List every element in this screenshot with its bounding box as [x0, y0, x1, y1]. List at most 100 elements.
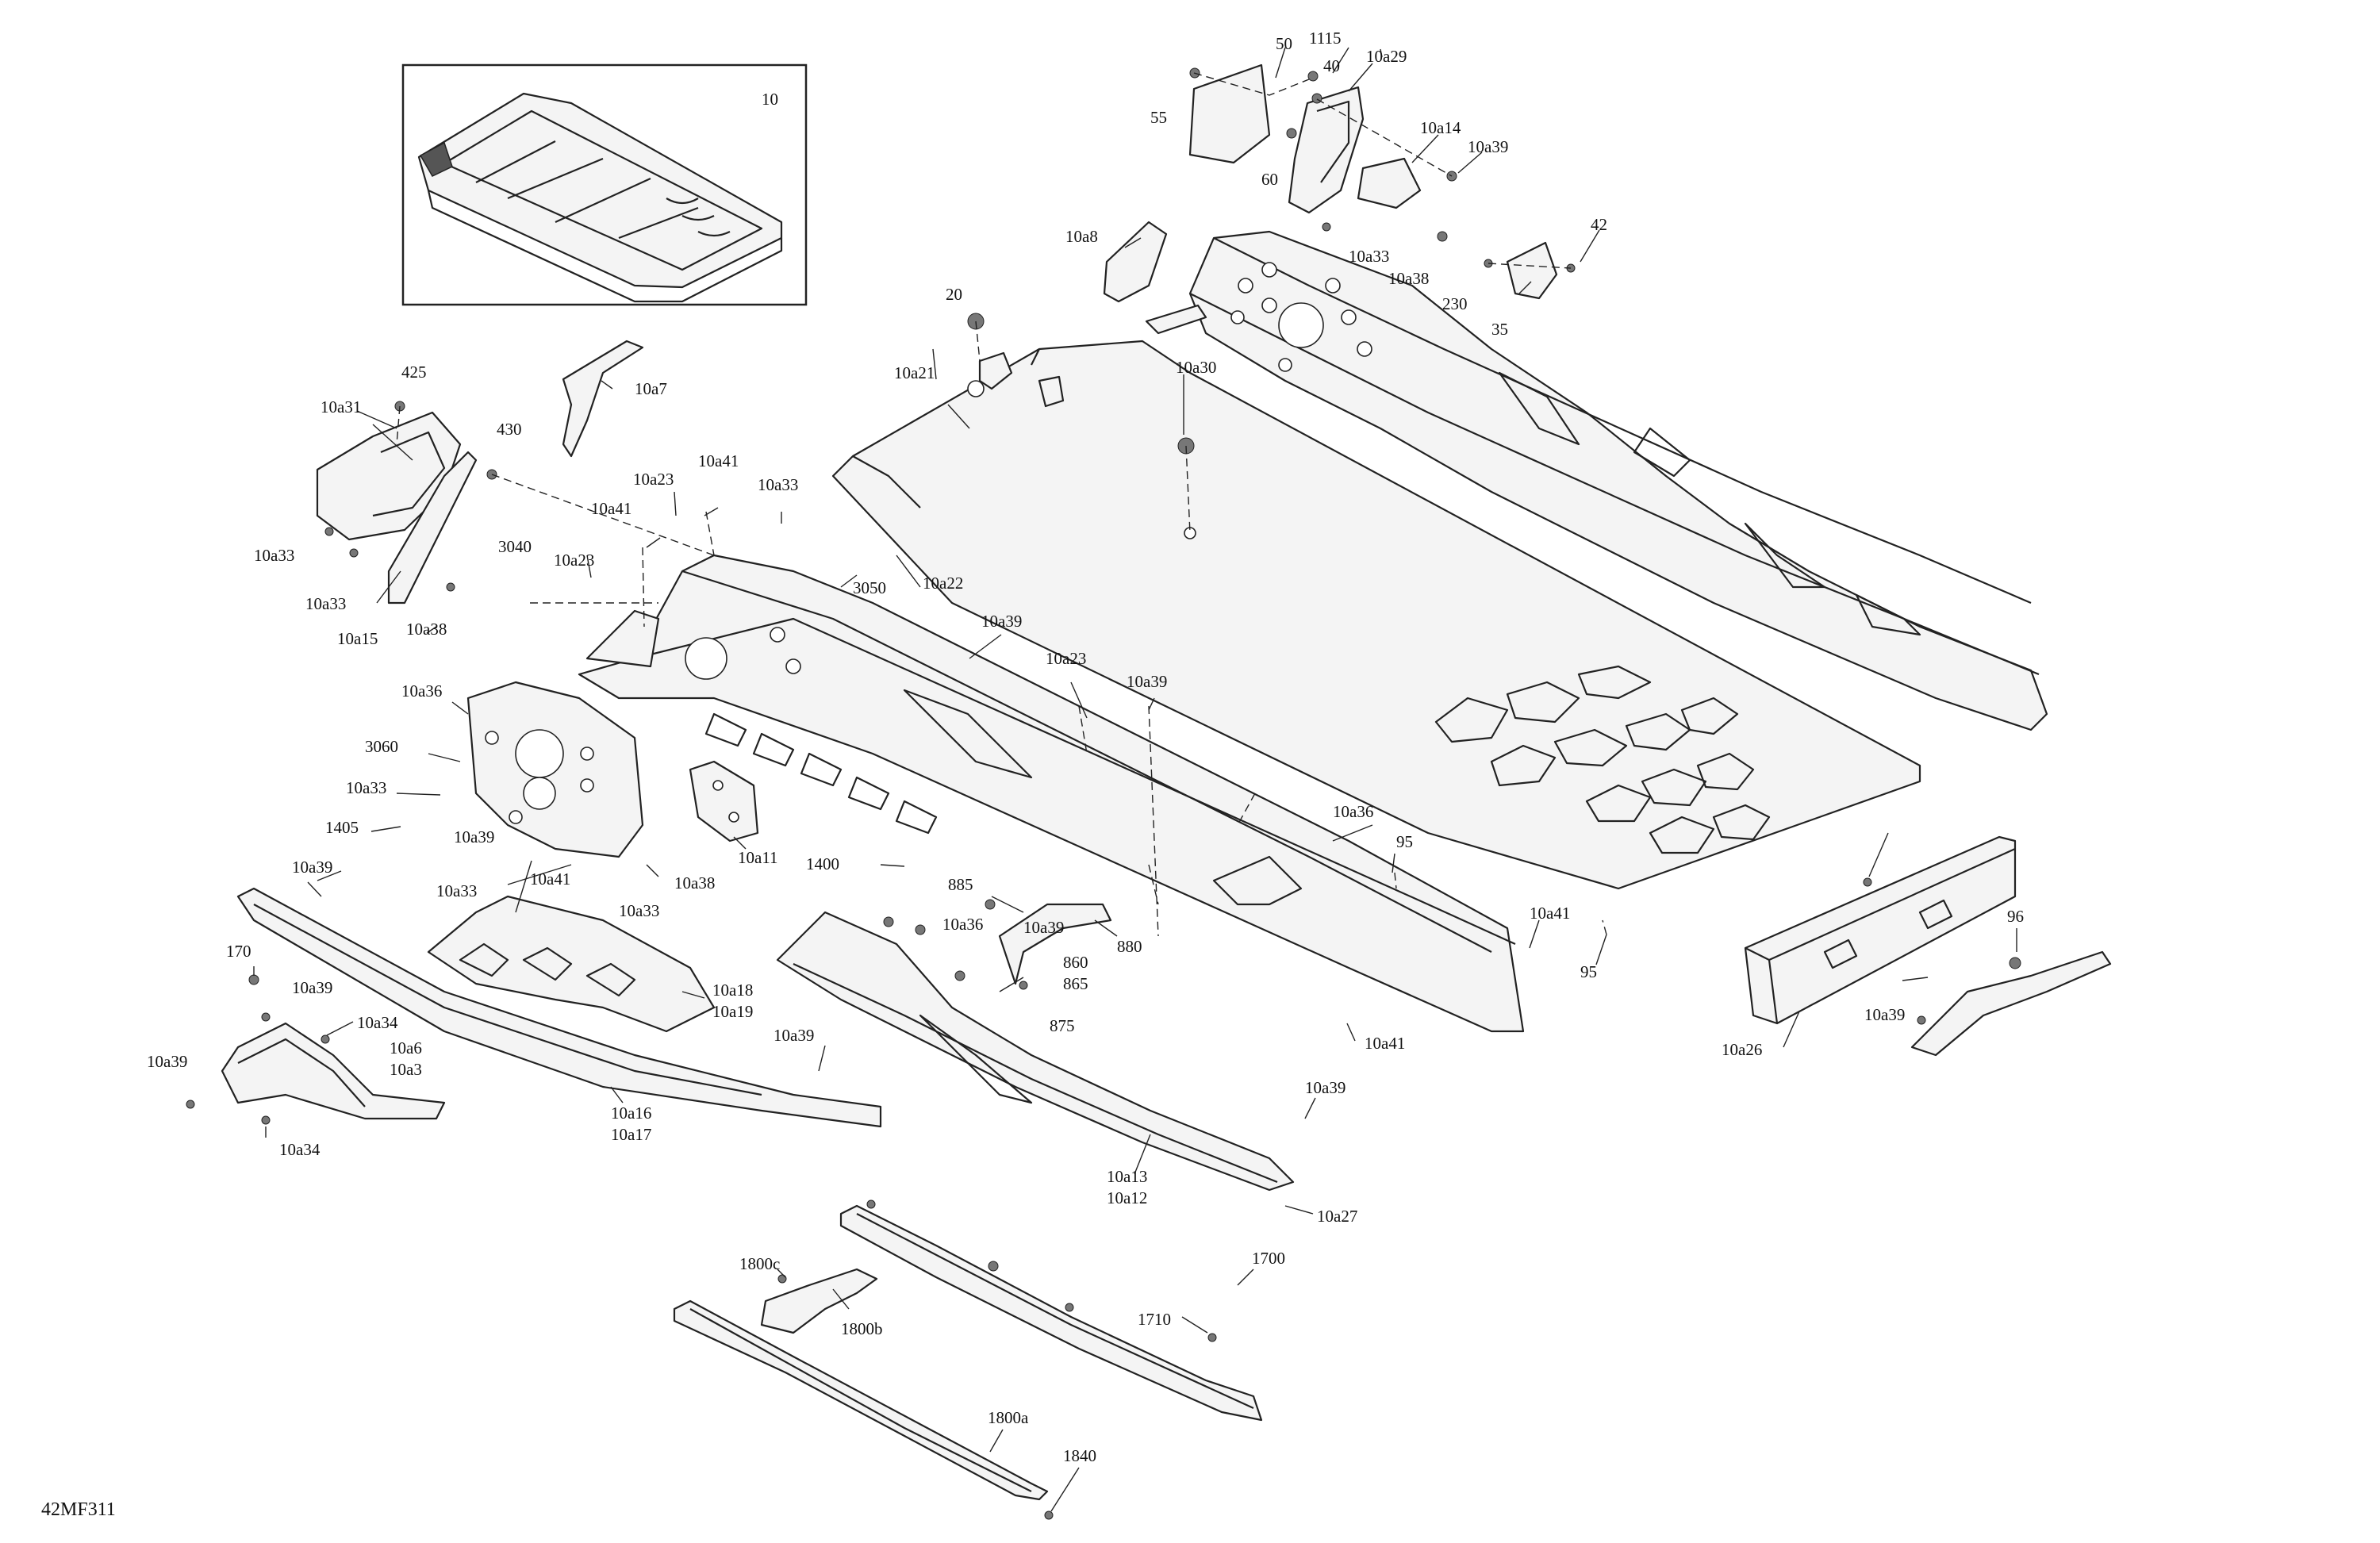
callout-10a31: 10a31	[321, 397, 361, 416]
callout-1405: 1405	[325, 818, 359, 837]
callout-1700: 1700	[1252, 1249, 1285, 1268]
callout-10a39: 10a39	[147, 1052, 187, 1071]
callout-10a39: 10a39	[1305, 1078, 1345, 1097]
callout-3060: 3060	[365, 737, 398, 756]
callout-10a39: 10a39	[774, 1026, 814, 1045]
callout-10a41: 10a41	[530, 869, 570, 889]
callout-10a36: 10a36	[401, 681, 442, 700]
callout-labels: 50 1115 40 10a29 55 60 10a14 10a39 10a33…	[147, 29, 2024, 1465]
callout-10a11: 10a11	[738, 848, 778, 867]
callout-10a23: 10a23	[554, 551, 594, 570]
callout-1400: 1400	[806, 854, 839, 873]
right-frame-rail	[1145, 230, 2048, 731]
callout-10a39: 10a39	[1468, 137, 1508, 156]
callout-10a3: 10a3	[390, 1060, 422, 1079]
upper-left-brackets	[316, 340, 644, 605]
callout-10a17: 10a17	[611, 1125, 651, 1144]
tunnel-top-plate	[831, 313, 1921, 890]
callout-55: 55	[1150, 108, 1167, 127]
callout-10a30: 10a30	[1176, 358, 1216, 377]
callout-10a38: 10a38	[406, 620, 447, 639]
callout-860: 860	[1063, 953, 1088, 972]
left-front-plate	[466, 681, 644, 858]
callout-10a12: 10a12	[1107, 1188, 1147, 1207]
callout-10a26: 10a26	[1722, 1040, 1762, 1059]
callout-10a23: 10a23	[1046, 649, 1086, 668]
small-plate-10a11	[689, 760, 759, 843]
callout-1115: 1115	[1309, 29, 1341, 48]
callout-885: 885	[948, 875, 973, 894]
callout-10a34: 10a34	[279, 1140, 321, 1159]
callout-1800b: 1800b	[841, 1319, 883, 1338]
callout-10a15: 10a15	[337, 629, 378, 648]
assembly-dashed-lines	[396, 72, 1607, 937]
callout-10a39: 10a39	[292, 858, 332, 877]
callout-10a33: 10a33	[254, 546, 294, 565]
callout-10a39: 10a39	[1127, 672, 1167, 691]
callout-10a13: 10a13	[1107, 1167, 1147, 1186]
callout-10a41: 10a41	[1530, 904, 1570, 923]
callout-880: 880	[1117, 937, 1142, 956]
front-bracket-10a3	[186, 974, 446, 1125]
inset-assembly-view	[401, 63, 808, 306]
callout-10a7: 10a7	[635, 379, 667, 398]
callout-20: 20	[946, 285, 962, 304]
callout-10a38: 10a38	[674, 873, 715, 892]
callout-10a39: 10a39	[454, 827, 494, 846]
callout-10a29: 10a29	[1366, 47, 1407, 66]
callout-10a36: 10a36	[942, 915, 983, 934]
leader-lines	[253, 47, 2017, 1512]
callout-10a18: 10a18	[712, 981, 753, 1000]
callout-10a33: 10a33	[758, 475, 798, 494]
inset-label: 10	[762, 90, 778, 109]
callout-10a8: 10a8	[1065, 227, 1098, 246]
callout-10a23: 10a23	[633, 470, 674, 489]
callout-10a39: 10a39	[1023, 918, 1064, 937]
callout-430: 430	[497, 420, 522, 439]
callout-10a41: 10a41	[698, 451, 739, 470]
callout-50: 50	[1276, 34, 1292, 53]
callout-60: 60	[1261, 170, 1278, 189]
diagram-code: 42MF311	[41, 1499, 116, 1520]
callout-10a22: 10a22	[923, 574, 963, 593]
callout-96: 96	[2007, 907, 2024, 926]
callout-3040: 3040	[498, 537, 532, 556]
callout-95: 95	[1396, 832, 1413, 851]
callout-10a14: 10a14	[1420, 118, 1461, 137]
callout-1800c: 1800c	[739, 1254, 780, 1273]
callout-10a33: 10a33	[1349, 247, 1389, 266]
callout-170: 170	[226, 942, 251, 961]
callout-10a41: 10a41	[1365, 1034, 1405, 1053]
callout-10a41: 10a41	[591, 499, 631, 518]
callout-875: 875	[1050, 1016, 1075, 1035]
callout-1800a: 1800a	[988, 1408, 1029, 1427]
running-board-10a16	[236, 887, 882, 1128]
callout-10a36: 10a36	[1333, 802, 1373, 821]
callout-10a39: 10a39	[981, 612, 1022, 631]
callout-42: 42	[1591, 215, 1607, 234]
callout-1710: 1710	[1138, 1310, 1171, 1329]
callout-1840: 1840	[1063, 1446, 1096, 1465]
tunnel-cooling-vents	[1434, 665, 1771, 854]
callout-425: 425	[401, 363, 427, 382]
callout-10a38: 10a38	[1388, 269, 1429, 288]
rear-cross-member-10a26	[1744, 835, 2112, 1057]
callout-10a21: 10a21	[894, 363, 935, 382]
callout-10a19: 10a19	[712, 1002, 753, 1021]
callout-10a6: 10a6	[390, 1038, 422, 1057]
callout-35: 35	[1491, 320, 1508, 339]
callout-10a27: 10a27	[1317, 1207, 1357, 1226]
callout-10a33: 10a33	[619, 901, 659, 920]
bottom-slide-rails	[673, 1199, 1263, 1520]
callout-10a39: 10a39	[1864, 1005, 1905, 1024]
lower-rail-10a13	[776, 899, 1295, 1192]
callout-10a39: 10a39	[292, 978, 332, 997]
callout-3050: 3050	[853, 578, 886, 597]
bracket-10a18	[427, 895, 716, 1033]
callout-10a33: 10a33	[346, 778, 386, 797]
callout-230: 230	[1442, 294, 1468, 313]
callout-10a34: 10a34	[357, 1013, 398, 1032]
callout-865: 865	[1063, 974, 1088, 993]
callout-95: 95	[1580, 962, 1597, 981]
